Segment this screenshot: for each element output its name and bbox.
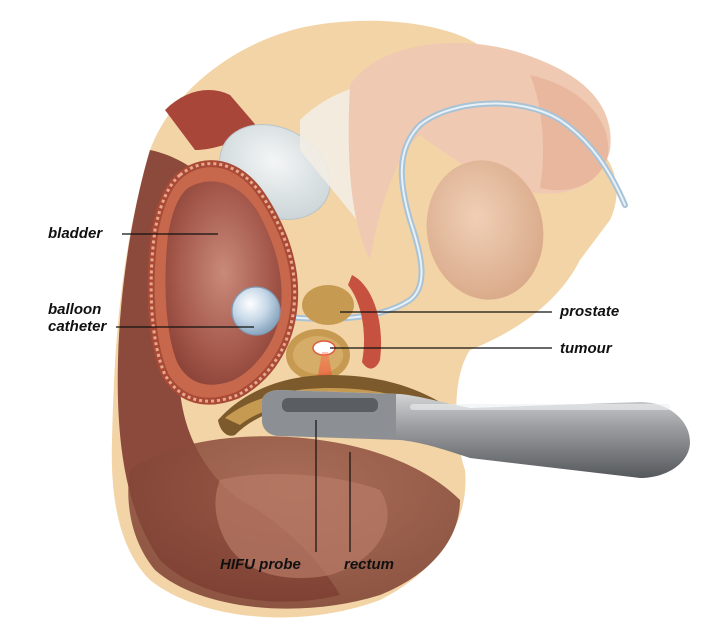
label-prostate: prostate [560,303,620,320]
prostate-gland [302,285,354,325]
label-rectum: rectum [344,556,395,573]
label-tumour: tumour [560,340,612,357]
label-balloon-catheter: balloon catheter [48,301,106,335]
label-balloon-line1: balloon [48,301,102,318]
rectal-wall [218,375,440,436]
label-balloon-line2: catheter [48,318,107,335]
balloon-catheter-balloon [231,286,281,336]
pelvic-floor-muscle [348,275,382,369]
label-bladder: bladder [48,225,103,242]
catheter-tube-highlight [199,102,626,320]
label-hifu-probe: HIFU probe [220,556,301,573]
glans [530,75,609,191]
rectum-fold [215,474,388,579]
testis [426,160,544,300]
hifu-probe-window [282,398,378,412]
hifu-probe-highlight [410,404,670,410]
hifu-probe-tip [262,390,396,436]
